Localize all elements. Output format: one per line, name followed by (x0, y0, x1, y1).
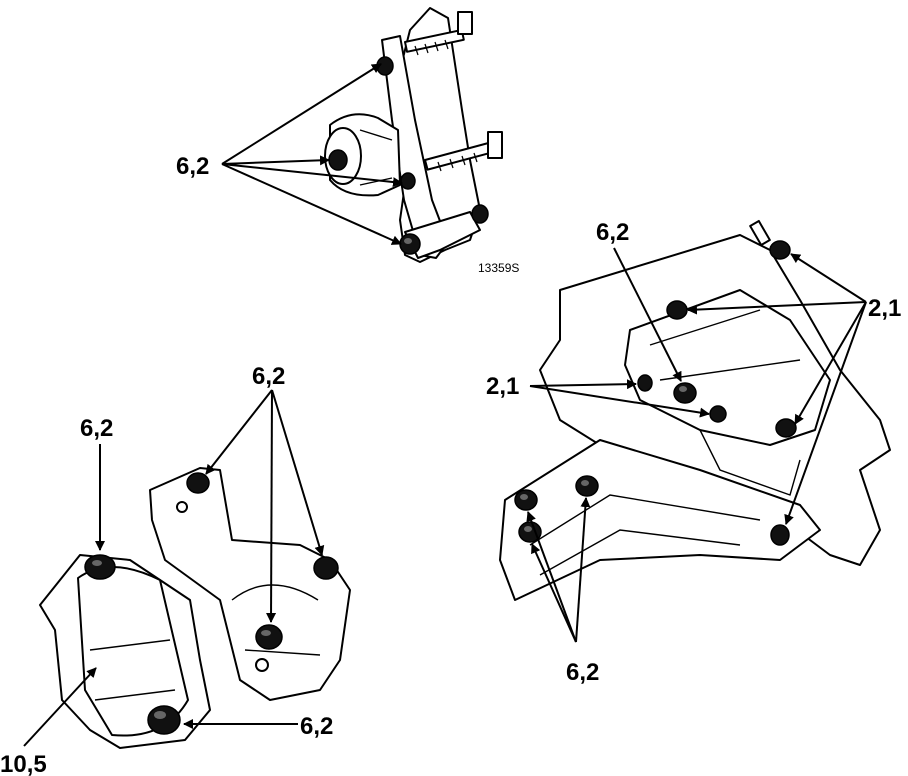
right-side-torque-label: 2,1 (868, 295, 901, 322)
top-group-arrows (221, 63, 403, 245)
left-top-torque-label: 6,2 (80, 415, 113, 442)
left-bottom-right-torque-label: 6,2 (300, 713, 333, 740)
figure-id-label: 13359S (478, 261, 519, 275)
left-mid-torque-label: 6,2 (252, 363, 285, 390)
right-bottom-torque-label: 6,2 (566, 659, 599, 686)
top-group-torque-label: 6,2 (176, 153, 209, 180)
right-arrows (526, 247, 867, 643)
left-bottom-left-torque-label: 10,5 (0, 751, 47, 776)
right-mid-torque-label: 2,1 (486, 373, 519, 400)
top-mount-assembly (324, 7, 503, 263)
right-top-torque-label: 6,2 (596, 219, 629, 246)
left-arrows (23, 389, 325, 747)
right-mount-assembly (499, 219, 891, 601)
left-mount-assembly (39, 467, 351, 749)
